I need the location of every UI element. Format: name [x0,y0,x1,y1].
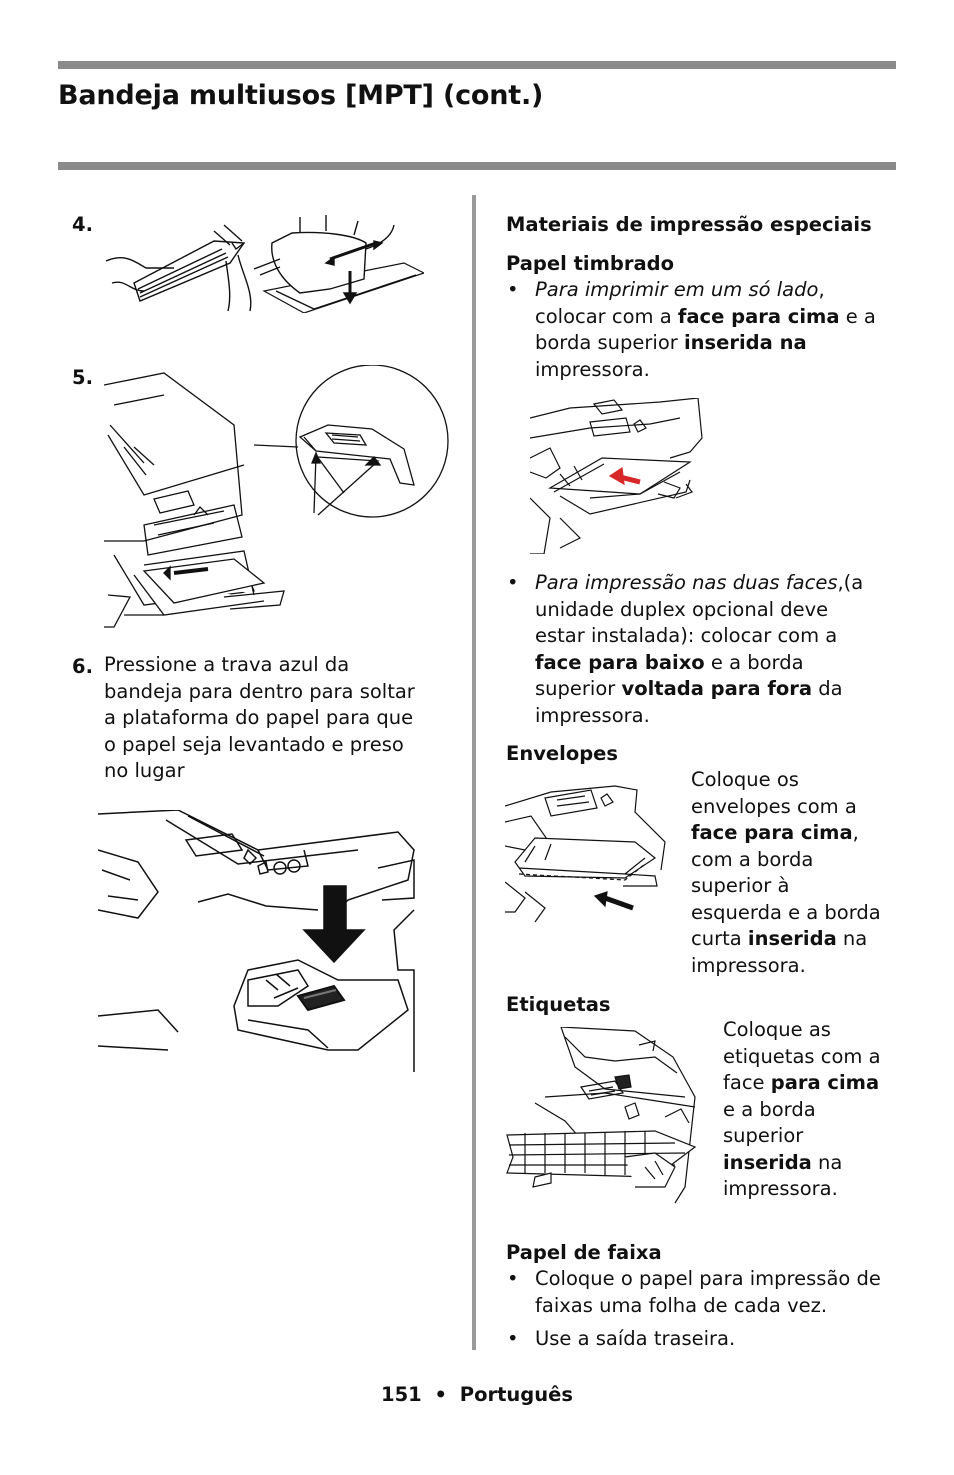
step-6-line: a plataforma do papel para que [104,706,414,729]
step-6-number: 6. [72,655,93,678]
labels-heading: Etiquetas [506,993,611,1016]
labels-text: Coloque as etiquetas com a face para cim… [723,1018,881,1200]
step-5-number: 5. [72,366,93,389]
title-bottom-rule [58,162,896,170]
fan-paper-illustration [104,213,424,313]
bullet-dot: • [507,571,519,594]
step-6-line: bandeja para dentro para soltar [104,679,415,703]
letterhead-heading: Papel timbrado [506,252,674,275]
envelopes-text: Coloque os envelopes com a face para cim… [691,768,881,977]
step-4-number: 4. [72,213,93,236]
envelope-feed-illustration [505,782,667,948]
top-rule [58,61,896,69]
step-6-line: o papel seja levantado e preso [104,732,404,756]
step-6-text: Pressione a trava azul da bandeja para d… [104,652,415,785]
labels-feed-illustration [505,1027,699,1217]
banner-bullet-1: Coloque o papel para impressão de faixas… [535,1267,881,1317]
press-lock-illustration [98,810,416,1072]
section-heading: Materiais de impressão especiais [506,213,872,236]
column-divider [472,195,476,1350]
envelopes-heading: Envelopes [506,742,619,765]
step-6-line: Pressione a trava azul da [104,653,350,676]
footer-language: Português [459,1383,573,1406]
banner-heading: Papel de faixa [506,1241,662,1264]
bullet-dot: • [507,1327,519,1350]
footer-separator: • [434,1383,447,1406]
mpt-paper-guide-illustration [104,365,450,633]
letterhead-bullet-2: Para impressão nas duas faces,(a unidade… [535,571,864,727]
page-title: Bandeja multiusos [MPT] (cont.) [58,80,544,111]
bullet-dot: • [507,1267,519,1290]
page-number: 151 [381,1383,422,1406]
step-6-line: no lugar [104,759,185,782]
banner-bullet-2: Use a saída traseira. [535,1327,736,1350]
page-footer: 151 • Português [0,1383,954,1406]
letterhead-bullet-1: Para imprimir em um só lado, colocar com… [535,278,876,381]
bullet-dot: • [507,278,519,301]
letterhead-feed-illustration [530,398,706,554]
